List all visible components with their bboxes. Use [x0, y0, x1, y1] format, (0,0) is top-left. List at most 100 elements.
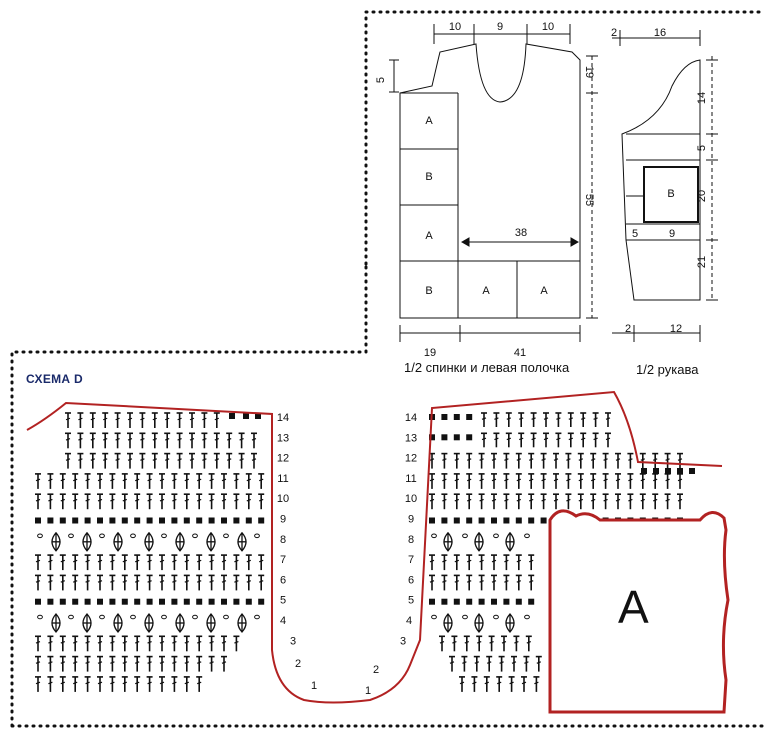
chain-block-symbol: [59, 517, 66, 524]
double-crochet-bar: [134, 580, 140, 583]
body-bottom-dim: 41: [514, 347, 526, 359]
double-crochet-bar: [60, 498, 66, 502]
double-crochet-bar: [246, 559, 252, 563]
double-crochet-bar: [65, 417, 71, 421]
double-crochet-bar: [234, 640, 239, 644]
double-crochet-bar: [72, 498, 78, 502]
chain-block-symbol: [221, 598, 227, 605]
double-crochet-bar: [593, 417, 598, 420]
double-crochet-bar: [429, 580, 435, 583]
chain-symbol: [431, 533, 437, 539]
double-crochet-bar: [209, 559, 214, 563]
double-crochet-bar: [472, 681, 477, 685]
double-crochet-bar: [78, 437, 83, 441]
double-crochet-bar: [466, 580, 472, 583]
double-crochet-bar: [652, 498, 658, 502]
double-crochet-bar: [147, 681, 152, 685]
right-row-number: 6: [408, 574, 414, 586]
double-crochet-bar: [140, 458, 145, 461]
double-crochet-bar: [172, 498, 177, 502]
double-crochet-bar: [110, 681, 115, 685]
double-crochet-bar: [442, 498, 447, 502]
chain-symbol: [493, 533, 499, 539]
double-crochet-bar: [519, 417, 524, 420]
double-crochet-bar: [506, 417, 511, 420]
double-crochet-bar: [110, 559, 115, 563]
double-crochet-bar: [97, 661, 103, 664]
double-crochet-bar: [110, 661, 115, 664]
chain-block-symbol: [208, 517, 215, 524]
double-crochet-bar: [541, 478, 546, 482]
chain-block-symbol: [159, 598, 165, 605]
double-crochet-bar: [528, 580, 534, 583]
double-crochet-bar: [90, 417, 96, 421]
double-crochet-bar: [172, 478, 177, 482]
sleeve-right-dim: 20: [696, 190, 708, 202]
double-crochet-bar: [556, 417, 561, 420]
double-crochet-bar: [97, 478, 103, 482]
double-crochet-bar: [134, 640, 140, 644]
double-crochet-bar: [196, 640, 202, 644]
double-crochet-bar: [78, 417, 83, 421]
double-crochet-bar: [466, 478, 472, 482]
double-crochet-bar: [429, 478, 435, 482]
sleeve-right-dim: 21: [696, 256, 708, 268]
left-row-number: 6: [280, 574, 286, 586]
chain-symbol: [99, 614, 105, 620]
double-crochet-bar: [147, 580, 152, 583]
double-crochet-bar: [479, 498, 484, 502]
double-crochet-bar: [189, 437, 195, 441]
double-crochet-bar: [506, 437, 511, 441]
double-crochet-bar: [528, 559, 534, 563]
double-crochet-bar: [35, 580, 41, 583]
double-crochet-bar: [536, 661, 542, 664]
double-crochet-bar: [429, 458, 435, 461]
double-crochet-bar: [221, 661, 227, 664]
double-crochet-bar: [72, 559, 78, 563]
sleeve-caption: 1/2 рукава: [636, 362, 699, 377]
chain-symbol: [68, 614, 74, 620]
chain-block-symbol: [441, 434, 448, 441]
double-crochet-bar: [147, 478, 152, 482]
double-crochet-bar: [454, 559, 460, 563]
double-crochet-bar: [429, 559, 435, 563]
body-right-dim: 55: [583, 194, 595, 206]
chain-block-symbol: [429, 598, 435, 605]
double-crochet-bar: [491, 498, 497, 502]
double-crochet-bar: [504, 498, 509, 502]
double-crochet-bar: [35, 661, 41, 664]
double-crochet-bar: [226, 437, 232, 441]
double-crochet-bar: [221, 498, 227, 502]
double-crochet-bar: [196, 478, 202, 482]
double-crochet-bar: [615, 498, 621, 502]
double-crochet-bar: [48, 661, 53, 664]
double-crochet-bar: [603, 458, 608, 461]
left-row-number: 2: [295, 658, 301, 670]
double-crochet-bar: [122, 478, 128, 482]
double-crochet-bar: [196, 661, 202, 664]
double-crochet-bar: [442, 478, 447, 482]
chain-block-symbol: [146, 517, 153, 524]
left-row-number: 5: [280, 595, 286, 607]
double-crochet-bar: [184, 661, 190, 664]
chain-block-symbol: [134, 517, 141, 524]
chain-block-symbol: [171, 598, 178, 605]
chain-block-symbol: [146, 598, 153, 605]
double-crochet-bar: [35, 640, 41, 644]
double-crochet-bar: [72, 478, 78, 482]
double-crochet-bar: [516, 580, 522, 583]
double-crochet-bar: [147, 498, 152, 502]
chain-block-symbol: [689, 468, 695, 474]
double-crochet-bar: [496, 681, 502, 685]
double-crochet-bar: [85, 580, 90, 583]
double-crochet-bar: [234, 498, 239, 502]
left-row-number: 11: [277, 473, 288, 485]
body-top-dim: 9: [497, 21, 503, 33]
right-row-number: 10: [405, 493, 417, 505]
body-right-dim: 19: [583, 66, 595, 78]
double-crochet-bar: [531, 437, 536, 441]
double-crochet-bar: [97, 580, 103, 583]
double-crochet-bar: [85, 640, 90, 644]
double-crochet-bar: [221, 559, 227, 563]
